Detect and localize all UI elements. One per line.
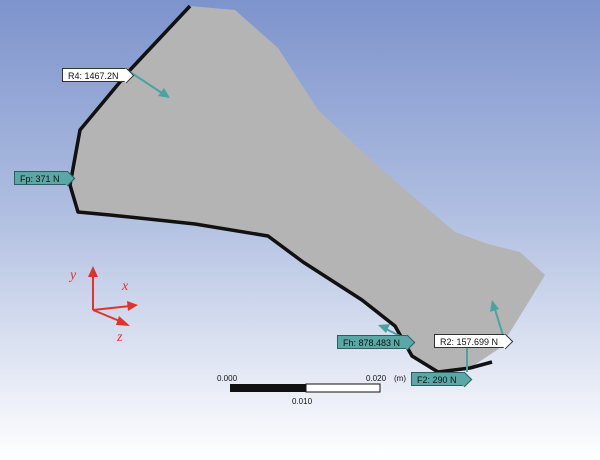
axis-z-label: z [117,330,123,345]
label-fh[interactable]: Fh: 878.483 N [337,335,408,349]
axis-x-label: x [122,279,129,294]
scale-left-value: 0.000 [217,374,238,383]
scale-right-value: 0.020 [366,374,387,383]
scale-unit: (m) [394,374,406,383]
scale-bar [230,383,381,393]
label-fp[interactable]: Fp: 371 N [14,171,67,185]
label-r4[interactable]: R4: 1467.2N [62,68,126,82]
coordinate-triad [88,266,138,326]
force-arrow-r4 [129,71,170,98]
axis-y-label: y [70,268,77,283]
selected-edge[interactable] [68,4,493,374]
label-r2[interactable]: R2: 157.699 N [434,334,506,348]
bone-geometry[interactable] [70,6,545,372]
scale-mid-value: 0.010 [292,397,313,406]
label-f2[interactable]: F2: 290 N [411,372,464,386]
